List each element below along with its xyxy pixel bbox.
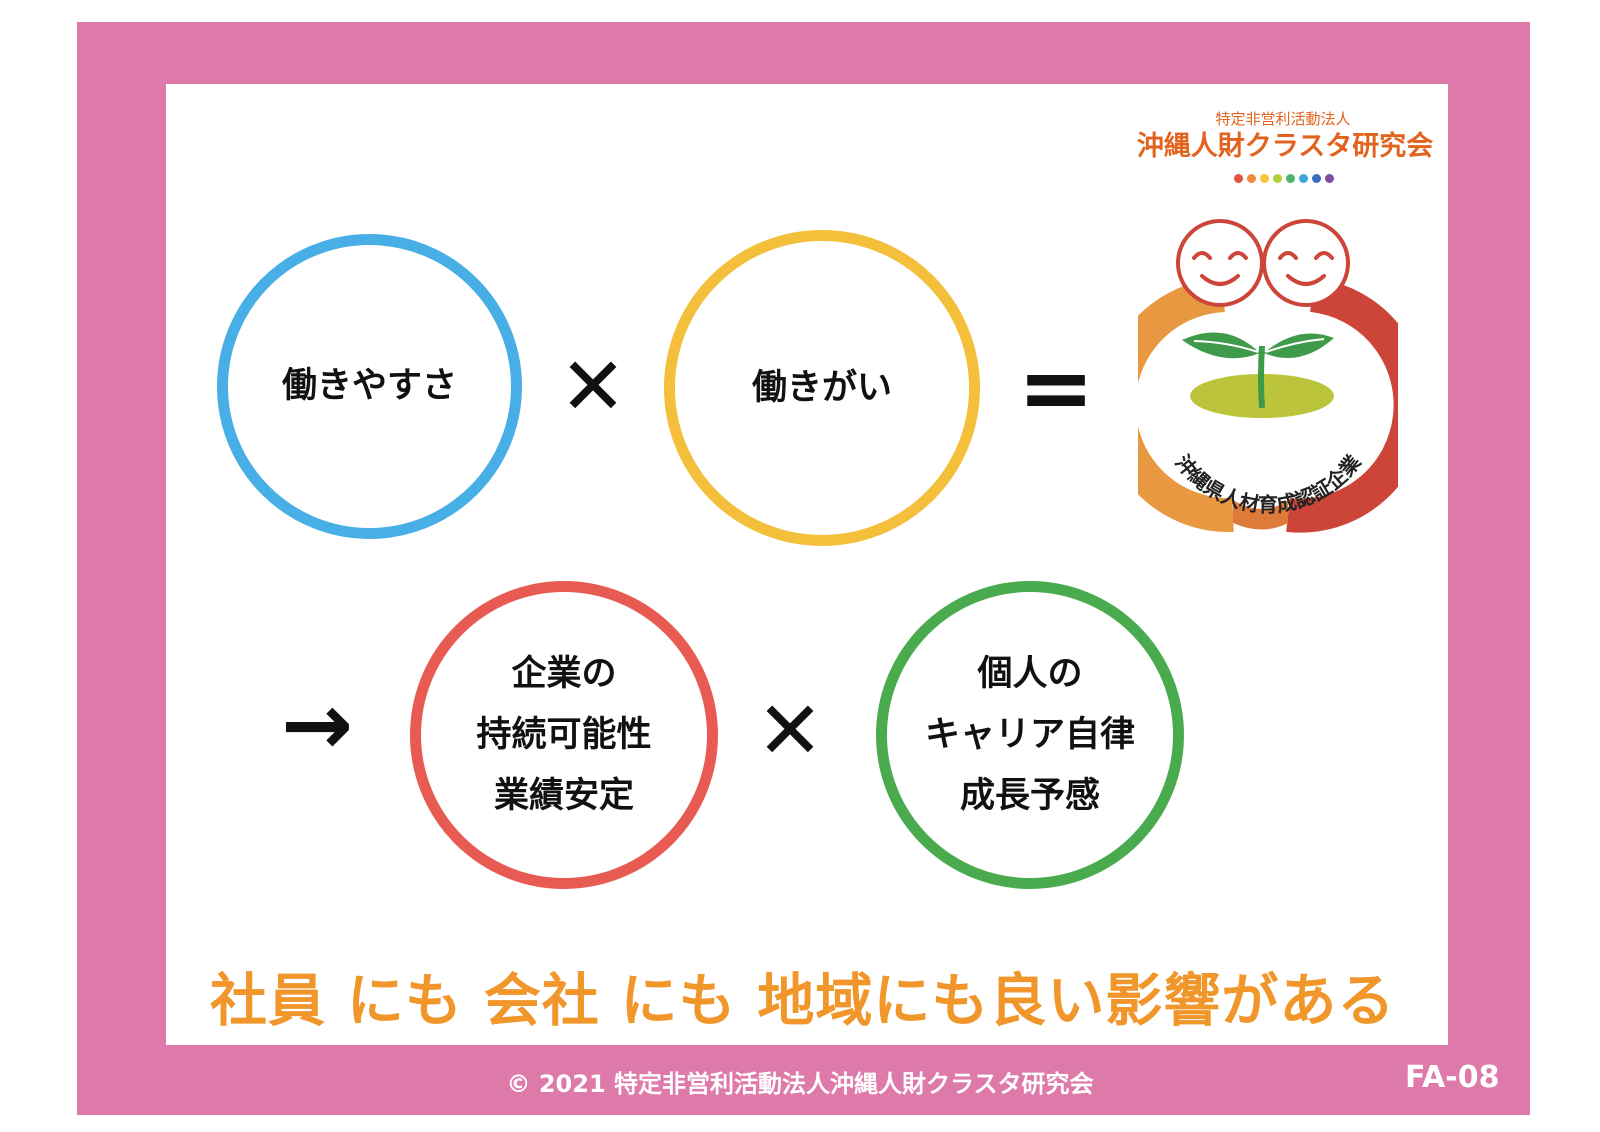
org-color-dots bbox=[1234, 174, 1334, 185]
arrow-icon: → bbox=[280, 675, 354, 775]
org-dot-7 bbox=[1312, 174, 1321, 183]
circle-ease-of-work-label: 働きやすさ bbox=[281, 366, 457, 406]
times-sign-1: ✕ bbox=[559, 340, 627, 433]
org-dot-3 bbox=[1260, 174, 1269, 183]
circle-job-satisfaction-label: 働きがい bbox=[751, 367, 892, 408]
org-dot-8 bbox=[1325, 174, 1334, 183]
circle-individual: 個人の キャリア自律 成長予感 bbox=[876, 581, 1184, 889]
org-subtitle: 特定非営利活動法人 bbox=[1215, 110, 1351, 128]
circle-company: 企業の 持続可能性 業績安定 bbox=[410, 581, 718, 889]
equals-sign: = bbox=[1017, 334, 1095, 441]
circle-job-satisfaction: 働きがい bbox=[664, 230, 980, 546]
sprout-icon bbox=[1182, 332, 1334, 418]
company-line-3: 業績安定 bbox=[493, 775, 634, 816]
org-dot-2 bbox=[1247, 174, 1256, 183]
org-dot-1 bbox=[1234, 174, 1243, 183]
org-name: 沖縄人財クラスタ研究会 bbox=[1136, 131, 1434, 162]
smiling-face-right-icon bbox=[1262, 219, 1350, 307]
copyright-footer: © 2021 特定非営利活動法人沖縄人財クラスタ研究会 bbox=[506, 1070, 1094, 1098]
ring-left-arc bbox=[1138, 278, 1234, 533]
individual-line-1: 個人の bbox=[977, 653, 1083, 694]
org-dot-5 bbox=[1286, 174, 1295, 183]
times-sign-2: ✕ bbox=[756, 684, 824, 777]
smiling-face-left-icon bbox=[1176, 219, 1264, 307]
org-dot-4 bbox=[1273, 174, 1282, 183]
slogan: 社員 にも 会社 にも 地域にも良い影響がある bbox=[210, 968, 1396, 1034]
individual-line-3: 成長予感 bbox=[959, 775, 1100, 816]
ring-right-arc bbox=[1286, 278, 1398, 533]
certification-logo: 沖縄県人材育成認証企業 bbox=[1138, 219, 1398, 533]
company-line-1: 企業の bbox=[511, 653, 617, 694]
circle-ease-of-work: 働きやすさ bbox=[217, 234, 522, 539]
org-dot-6 bbox=[1299, 174, 1308, 183]
page-code: FA-08 bbox=[1405, 1060, 1500, 1095]
company-line-2: 持続可能性 bbox=[476, 714, 652, 755]
individual-line-2: キャリア自律 bbox=[924, 714, 1135, 755]
